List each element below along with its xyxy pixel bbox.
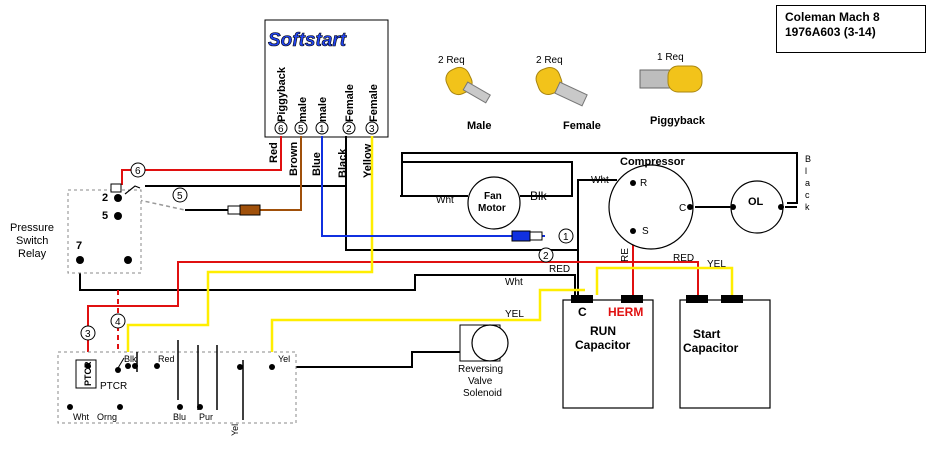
yellow-wires	[126, 136, 734, 367]
brown-connector-end	[227, 205, 241, 215]
callout-3: 3	[85, 329, 91, 340]
connector-female-name: Female	[563, 120, 601, 132]
softstart-wire-male-1: male	[317, 97, 329, 122]
fan-motor-wht: Wht	[436, 195, 454, 206]
callouts: 6 5 1 2 3 4	[80, 162, 574, 341]
wire-label-wht-top: Wht	[591, 175, 609, 186]
blue-connector-end	[529, 231, 543, 241]
ps-terminal-2: 2	[102, 192, 108, 204]
board-red: Red	[158, 354, 175, 364]
blue-wire	[321, 136, 545, 237]
pressure-switch-label-3: Relay	[18, 248, 47, 260]
svg-text:c: c	[805, 190, 810, 200]
ps-terminal-5: 5	[102, 210, 108, 222]
callout-6: 6	[135, 166, 141, 177]
softstart-terminal-6: 6	[278, 124, 284, 135]
connector-piggyback-qty: 1 Req	[657, 52, 684, 63]
valve-label-2: Valve	[468, 376, 493, 387]
callout-4: 4	[115, 317, 121, 328]
board-wht: Wht	[73, 412, 90, 422]
control-board: PTCR PTCR Blk Red Yel Wht Orng Blu Pur Y…	[57, 340, 297, 436]
softstart-terminal-5: 5	[298, 124, 304, 135]
title-box: Coleman Mach 8 1976A603 (3-14)	[776, 5, 926, 53]
valve-label-1: Reversing	[458, 364, 503, 375]
softstart-terminal-1: 1	[319, 124, 325, 135]
connector-female-qty: 2 Req	[536, 55, 563, 66]
softstart-wire-piggyback: Piggyback	[276, 66, 288, 122]
board-ptcr-label: PTCR	[100, 381, 127, 392]
lead-label-red: Red	[268, 142, 280, 163]
reversing-valve-solenoid: Reversing Valve Solenoid	[240, 324, 509, 399]
connector-female: 2 Req Female	[535, 55, 601, 132]
black-wires	[79, 136, 798, 295]
svg-text:a: a	[805, 178, 810, 188]
callout-5: 5	[177, 191, 183, 202]
run-capacitor: C HERM RUN Capacitor	[562, 295, 654, 409]
board-yel: Yel	[278, 354, 290, 364]
pressure-switch-label-2: Switch	[16, 235, 48, 247]
softstart-wire-female-3: Female	[368, 84, 380, 122]
ps-terminal-7: 7	[76, 240, 82, 252]
title-line-2: 1976A603 (3-14)	[785, 25, 876, 39]
compressor-black-vertical: B l a c k	[805, 154, 811, 212]
connector-piggyback: 1 Req Piggyback	[639, 52, 706, 127]
fan-motor: Fan Motor Wht Blk	[436, 176, 548, 230]
run-cap-herm: HERM	[608, 305, 643, 319]
softstart-terminal-2: 2	[346, 124, 352, 135]
svg-text:B: B	[805, 154, 811, 164]
pressure-switch-relay: Pressure Switch Relay 2 5 7	[10, 183, 142, 274]
compressor-ol: OL	[748, 196, 764, 208]
board-blk: Blk	[124, 354, 137, 364]
board-ptcr-box: PTCR	[83, 361, 93, 386]
brown-connector	[239, 204, 261, 216]
compressor-label: Compressor	[620, 156, 686, 168]
connector-male: 2 Req Male	[438, 55, 491, 132]
start-cap-label-2: Capacitor	[683, 341, 739, 355]
wire-label-red2: RED	[673, 253, 694, 264]
start-cap-label-1: Start	[693, 327, 720, 341]
compressor-r: R	[640, 178, 647, 189]
start-capacitor: Start Capacitor	[679, 295, 771, 409]
run-cap-label-1: RUN	[590, 324, 616, 338]
fan-motor-label-1: Fan	[484, 191, 502, 202]
board-pur: Pur	[199, 412, 213, 422]
callout-2: 2	[543, 251, 549, 262]
softstart-terminals: 6 5 1 2 3	[274, 121, 379, 135]
svg-text:k: k	[805, 202, 810, 212]
softstart-label: Softstart	[268, 30, 347, 51]
connector-male-qty: 2 Req	[438, 55, 465, 66]
title-line-1: Coleman Mach 8	[785, 10, 880, 24]
compressor-c: C	[679, 203, 686, 214]
compressor-s: S	[642, 226, 649, 237]
board-yel-vertical: Yel	[230, 424, 240, 436]
softstart-terminal-3: 3	[369, 124, 375, 135]
softstart-wire-male-5: male	[297, 97, 309, 122]
softstart-module: Softstart Piggyback male male Female Fem…	[264, 19, 389, 138]
svg-text:l: l	[805, 166, 807, 176]
board-orng: Orng	[97, 412, 117, 422]
brown-wire	[260, 136, 302, 211]
valve-label-3: Solenoid	[463, 388, 502, 399]
wire-label-yel2: YEL	[505, 309, 524, 320]
connector-piggyback-name: Piggyback	[650, 115, 706, 127]
fan-motor-label-2: Motor	[478, 203, 506, 214]
connector-male-name: Male	[467, 120, 491, 132]
softstart-wire-female-2: Female	[344, 84, 356, 122]
blue-connector	[511, 230, 531, 242]
run-cap-c: C	[578, 305, 587, 319]
lead-label-brown: Brown	[288, 142, 300, 177]
compressor: Compressor R C S OL B l a c k	[608, 154, 811, 250]
wire-label-wht2: Wht	[505, 277, 523, 288]
wire-label-red1: RED	[549, 264, 570, 275]
fan-motor-blk: Blk	[530, 189, 548, 203]
board-blu: Blu	[173, 412, 186, 422]
run-cap-label-2: Capacitor	[575, 338, 631, 352]
lead-label-blue: Blue	[311, 152, 323, 176]
pressure-switch-label-1: Pressure	[10, 222, 54, 234]
callout-1: 1	[563, 232, 569, 243]
wire-label-yel1: YEL	[707, 259, 726, 270]
wire-label-re: RE	[620, 248, 631, 262]
lead-label-black: Black	[337, 148, 349, 178]
